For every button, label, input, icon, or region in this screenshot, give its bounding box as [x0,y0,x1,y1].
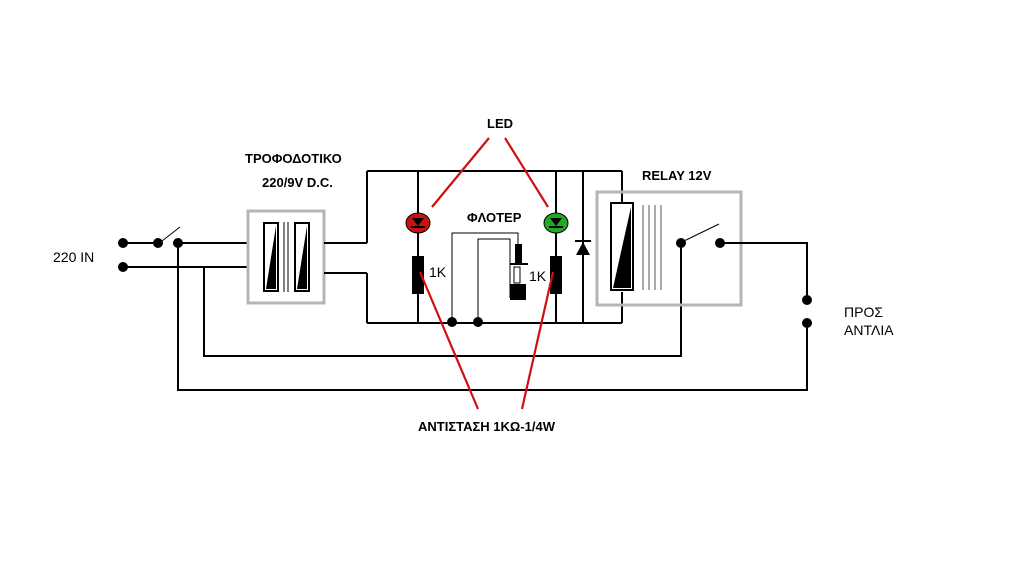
relay-contact-lever [683,223,720,242]
resistor-right-label: 1K [529,268,547,284]
relay-label: RELAY 12V [642,168,712,183]
psu-label-line2: 220/9V D.C. [262,175,333,190]
return-loop-inner [203,243,682,357]
output-label-line2: ΑΝΤΛΙΑ [844,322,894,338]
psu-label-line1: ΤΡΟΦΟΔΟΤΙΚΟ [245,151,342,166]
output-terminal-bottom [802,318,812,328]
led-label: LED [487,116,513,131]
power-supply-transformer [246,209,326,305]
led-red [405,212,431,234]
resistor-right [550,256,562,294]
float-label: ΦΛΟΤΕΡ [467,210,522,225]
return-loop-outer [177,243,808,391]
led-green [543,212,569,234]
input-label: 220 IN [53,249,94,265]
flyback-diode [575,240,591,255]
resistor-note-label: ΑΝΤΙΣΤΑΣΗ 1ΚΩ-1/4W [418,419,556,434]
resistor-left-label: 1K [429,264,447,280]
output-label-line1: ΠΡΟΣ [844,304,883,320]
resistor-left [412,256,424,294]
relay-12v [595,190,743,307]
annotation-pointers [418,137,555,410]
output-terminal-top [802,295,812,305]
float-switch [447,232,528,327]
input-switch-lever [161,226,181,242]
input-terminals [118,226,248,272]
